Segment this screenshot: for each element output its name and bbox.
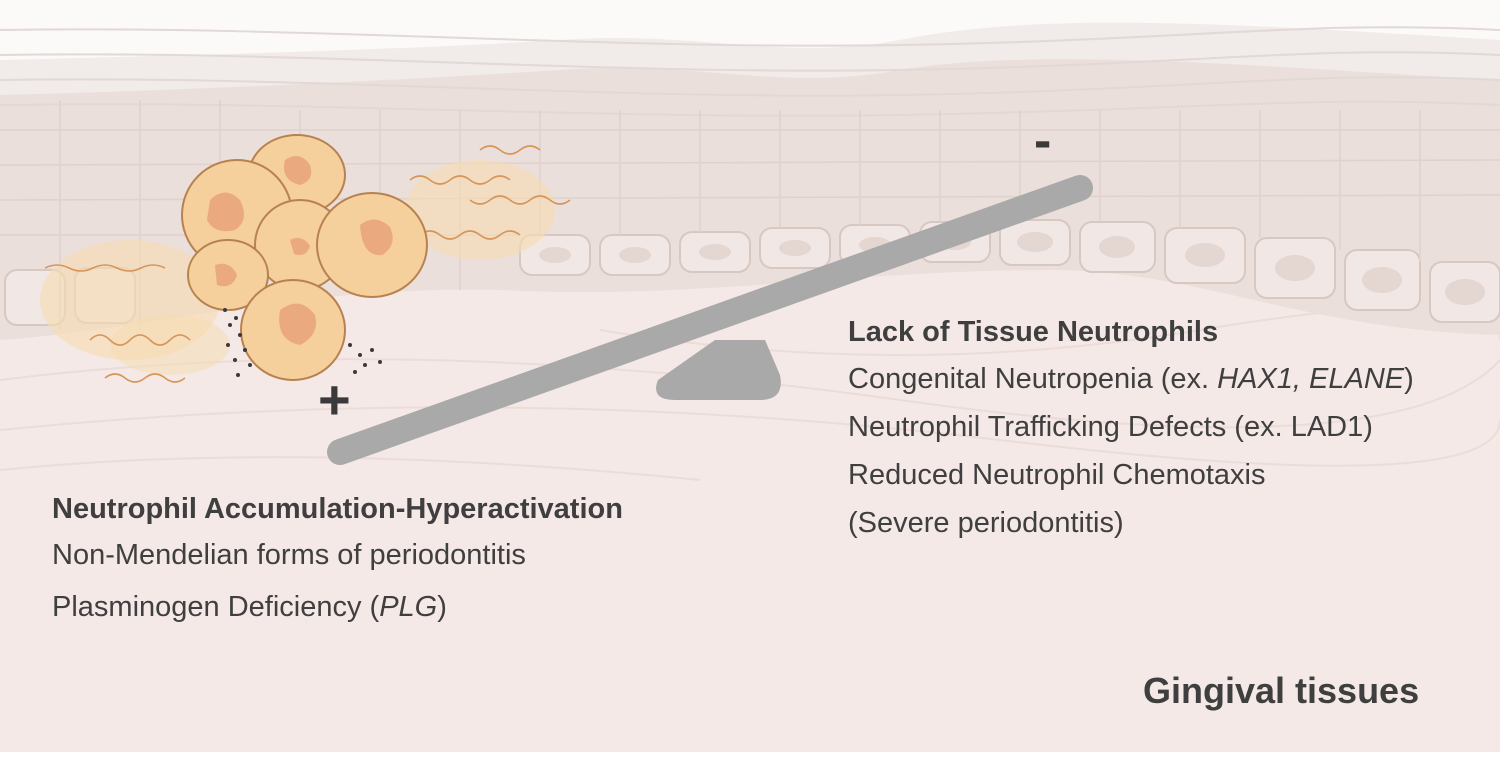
plus-sign: + (318, 368, 351, 431)
right-line-2: Neutrophil Trafficking Defects (ex. LAD1… (848, 411, 1373, 443)
right-line-1-suffix: ) (1404, 363, 1414, 395)
neutrophil-nuclei (207, 156, 393, 345)
left-line-2-suffix: ) (437, 591, 447, 623)
bacterial-biofilm (40, 145, 571, 383)
right-heading: Lack of Tissue Neutrophils (848, 316, 1219, 348)
right-line-4: (Severe periodontitis) (848, 507, 1124, 539)
right-line-1-prefix: Congenital Neutropenia (ex. (848, 363, 1218, 395)
neutrophil-cluster (181, 134, 428, 381)
right-line-3: Reduced Neutrophil Chemotaxis (848, 459, 1266, 491)
plg-gene: PLG (379, 591, 438, 623)
neutropenia-genes: HAX1, ELANE (1217, 363, 1405, 395)
gingival-tissues-label: Gingival tissues (1143, 670, 1420, 711)
minus-sign: - (1034, 112, 1052, 170)
seesaw-beam (327, 175, 1093, 465)
balance-seesaw (327, 175, 1093, 465)
right-line-1: Congenital Neutropenia (ex. HAX1, ELANE) (848, 363, 1414, 396)
seesaw-fulcrum (656, 340, 781, 400)
net-granules (223, 308, 382, 377)
left-line-2-prefix: Plasminogen Deficiency ( (52, 591, 380, 623)
basal-cell-nuclei (539, 232, 1485, 305)
left-line-1: Non-Mendelian forms of periodontitis (52, 539, 526, 571)
keratin-strands (0, 26, 1500, 117)
left-heading: Neutrophil Accumulation-Hyperactivation (52, 493, 623, 525)
left-line-2: Plasminogen Deficiency (PLG) (52, 591, 447, 624)
